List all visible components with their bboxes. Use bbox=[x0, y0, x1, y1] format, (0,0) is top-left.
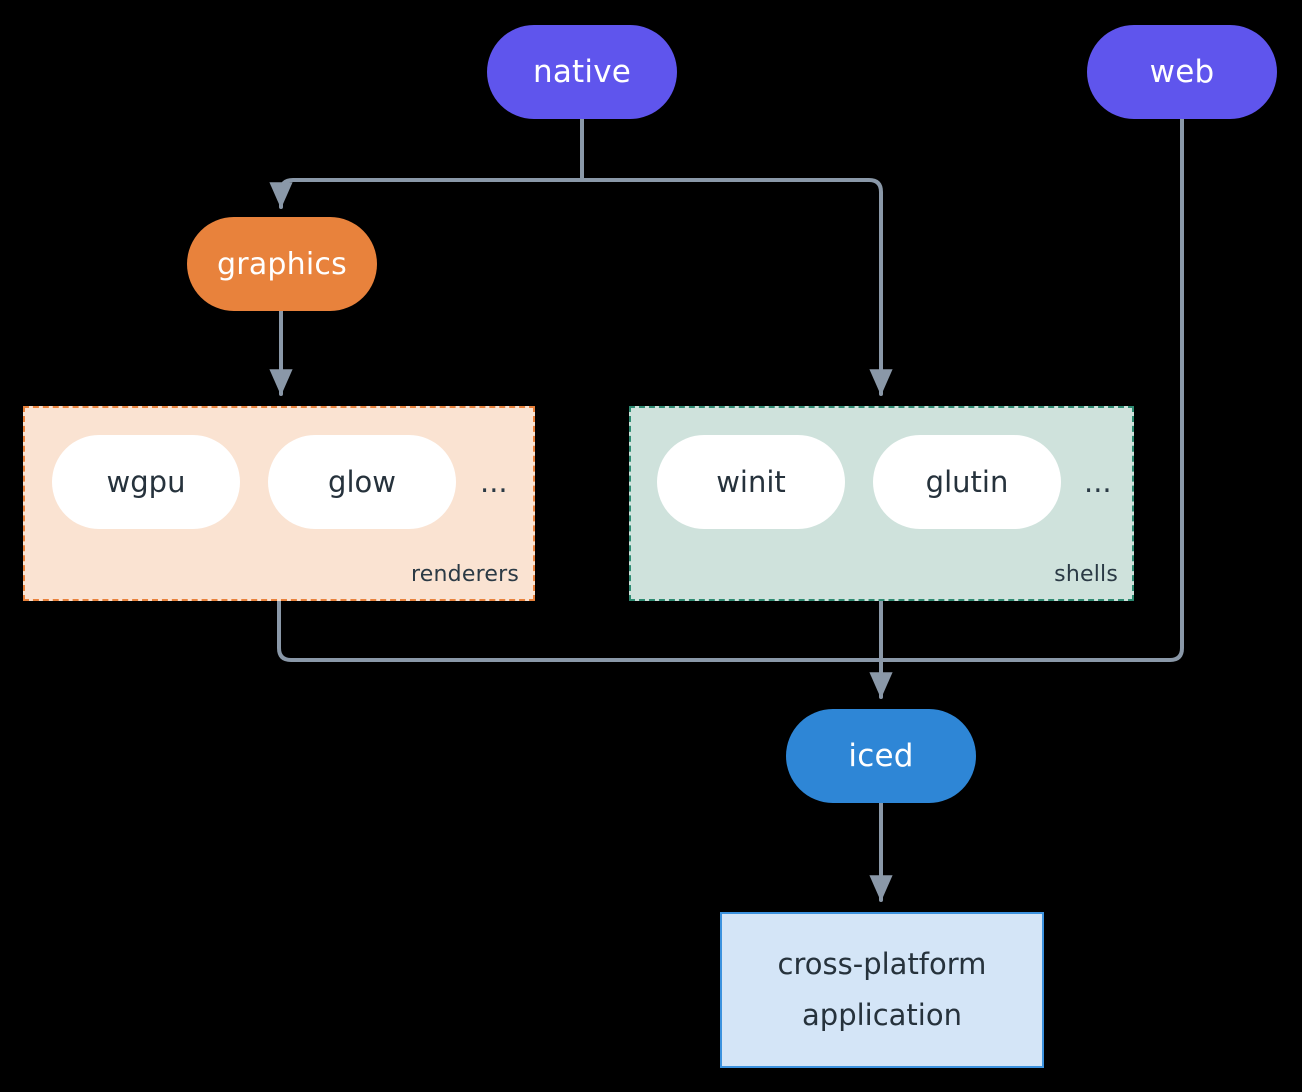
chip-winit-label: winit bbox=[716, 465, 786, 499]
node-application-label-line1: cross-platform bbox=[777, 947, 987, 982]
node-iced[interactable]: iced bbox=[786, 709, 976, 803]
chip-glutin-label: glutin bbox=[925, 465, 1009, 499]
node-graphics[interactable]: graphics bbox=[187, 217, 377, 311]
node-graphics-label: graphics bbox=[217, 246, 347, 282]
chip-winit[interactable]: winit bbox=[657, 435, 845, 529]
chip-wgpu-label: wgpu bbox=[106, 465, 186, 499]
shells-overflow-ellipsis: ... bbox=[1084, 465, 1112, 499]
edge-native-graphics bbox=[269, 178, 584, 209]
node-native-label: native bbox=[532, 54, 632, 90]
node-web-label: web bbox=[1149, 54, 1215, 90]
edge-renderers-iced bbox=[277, 599, 883, 662]
chip-glow[interactable]: glow bbox=[268, 435, 456, 529]
renderers-overflow-ellipsis: ... bbox=[480, 465, 508, 499]
group-shells-label: shells bbox=[1054, 562, 1118, 587]
group-shells: winit glutin ... shells bbox=[629, 406, 1134, 601]
node-web[interactable]: web bbox=[1087, 25, 1277, 119]
edge-native-shells bbox=[580, 178, 893, 396]
node-iced-label: iced bbox=[848, 738, 914, 774]
group-renderers: wgpu glow ... renderers bbox=[23, 406, 535, 601]
group-renderers-label: renderers bbox=[411, 562, 519, 587]
node-native[interactable]: native bbox=[487, 25, 677, 119]
chip-glutin[interactable]: glutin bbox=[873, 435, 1061, 529]
chip-glow-label: glow bbox=[328, 465, 396, 499]
chip-wgpu[interactable]: wgpu bbox=[52, 435, 240, 529]
node-application-label-line2: application bbox=[802, 998, 962, 1032]
node-cross-platform-application[interactable]: cross-platform application bbox=[720, 912, 1044, 1068]
